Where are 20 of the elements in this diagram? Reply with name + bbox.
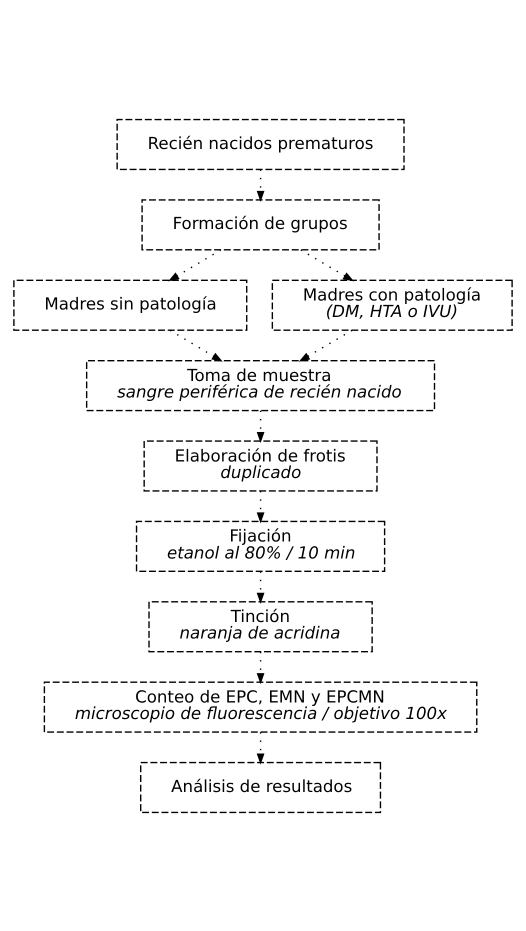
node-box: Conteo de EPC, EMN y EPCMN microscopio de fluorescencia / objetivo 100x — [44, 681, 478, 732]
node-box: Recién nacidos prematuros — [116, 118, 405, 170]
arrow — [256, 169, 264, 202]
arrow — [300, 248, 354, 281]
node-box: Formación de grupos — [141, 198, 380, 250]
node-box: Toma de muestra sangre periférica de recién nacido — [86, 359, 436, 411]
node-box: Madres con patología (DM, HTA o IVU) — [272, 279, 513, 330]
node-box: Tinción naranja de acridina — [148, 600, 373, 652]
arrow — [256, 410, 264, 443]
arrow — [256, 651, 264, 684]
arrow — [256, 570, 264, 604]
arrow — [168, 248, 222, 281]
arrow — [170, 329, 223, 362]
node-box: Elaboración de frotis duplicado — [143, 440, 378, 492]
arrow — [256, 732, 264, 764]
node-box: Madres sin patología — [13, 279, 248, 330]
arrow — [256, 490, 264, 524]
node-box: Fijación etanol al 80% / 10 min — [136, 520, 386, 572]
node-box: Análisis de resultados — [140, 761, 382, 813]
arrow — [298, 329, 352, 362]
